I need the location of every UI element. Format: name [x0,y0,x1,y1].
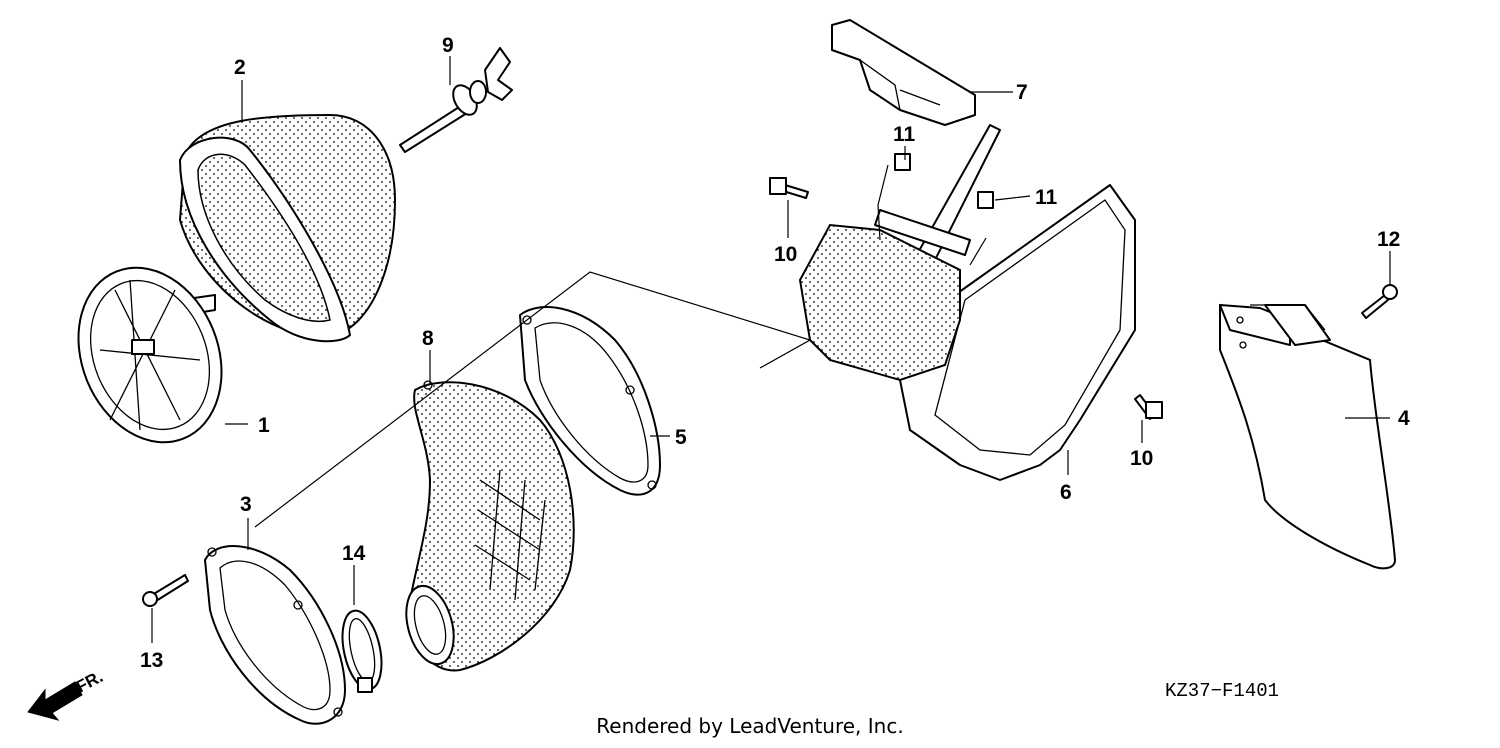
filter-cage-part [77,266,223,444]
callout-11-upper: 11 [893,123,916,146]
bolt-10-upper-part [769,177,809,199]
callout-labels: 1 2 3 4 5 6 7 8 9 10 10 11 11 12 13 14 [140,34,1410,672]
front-arrow-icon [27,681,83,721]
gasket-3-part [204,545,346,725]
callout-1: 1 [258,414,270,437]
nut-11-lower-part [977,191,994,209]
intake-boot-part [405,380,575,672]
foam-filter-part [178,113,397,343]
callout-10-lower: 10 [1130,447,1153,470]
air-cleaner-case-part [798,124,1136,481]
render-credit: Rendered by LeadVenture, Inc. [596,714,904,738]
callout-13: 13 [140,649,163,672]
callout-12: 12 [1377,228,1400,251]
screw-13-part [142,574,189,607]
callout-10-upper: 10 [774,243,797,266]
wing-bolt-part [399,47,513,153]
callout-8: 8 [422,327,434,350]
mud-guard-part [1219,303,1397,570]
callout-6: 6 [1060,481,1072,504]
callout-2: 2 [234,56,246,79]
leader-lines [151,56,1391,643]
bracket-7-part [831,19,976,126]
nut-11-upper-part [894,153,911,171]
gasket-5-part [519,306,661,496]
callout-14: 14 [342,542,366,565]
hose-clamp-part [341,609,383,693]
callout-11-lower: 11 [1035,186,1058,209]
callout-7: 7 [1016,81,1028,104]
callout-4: 4 [1398,407,1410,430]
callout-3: 3 [240,493,252,516]
callout-5: 5 [675,426,687,449]
callout-9: 9 [442,34,454,57]
screw-12-part [1361,284,1398,319]
diagram-code: KZ37−F1401 [1165,680,1280,702]
front-direction-indicator: FR. [27,667,106,721]
bolt-10-lower-part [1134,394,1163,420]
